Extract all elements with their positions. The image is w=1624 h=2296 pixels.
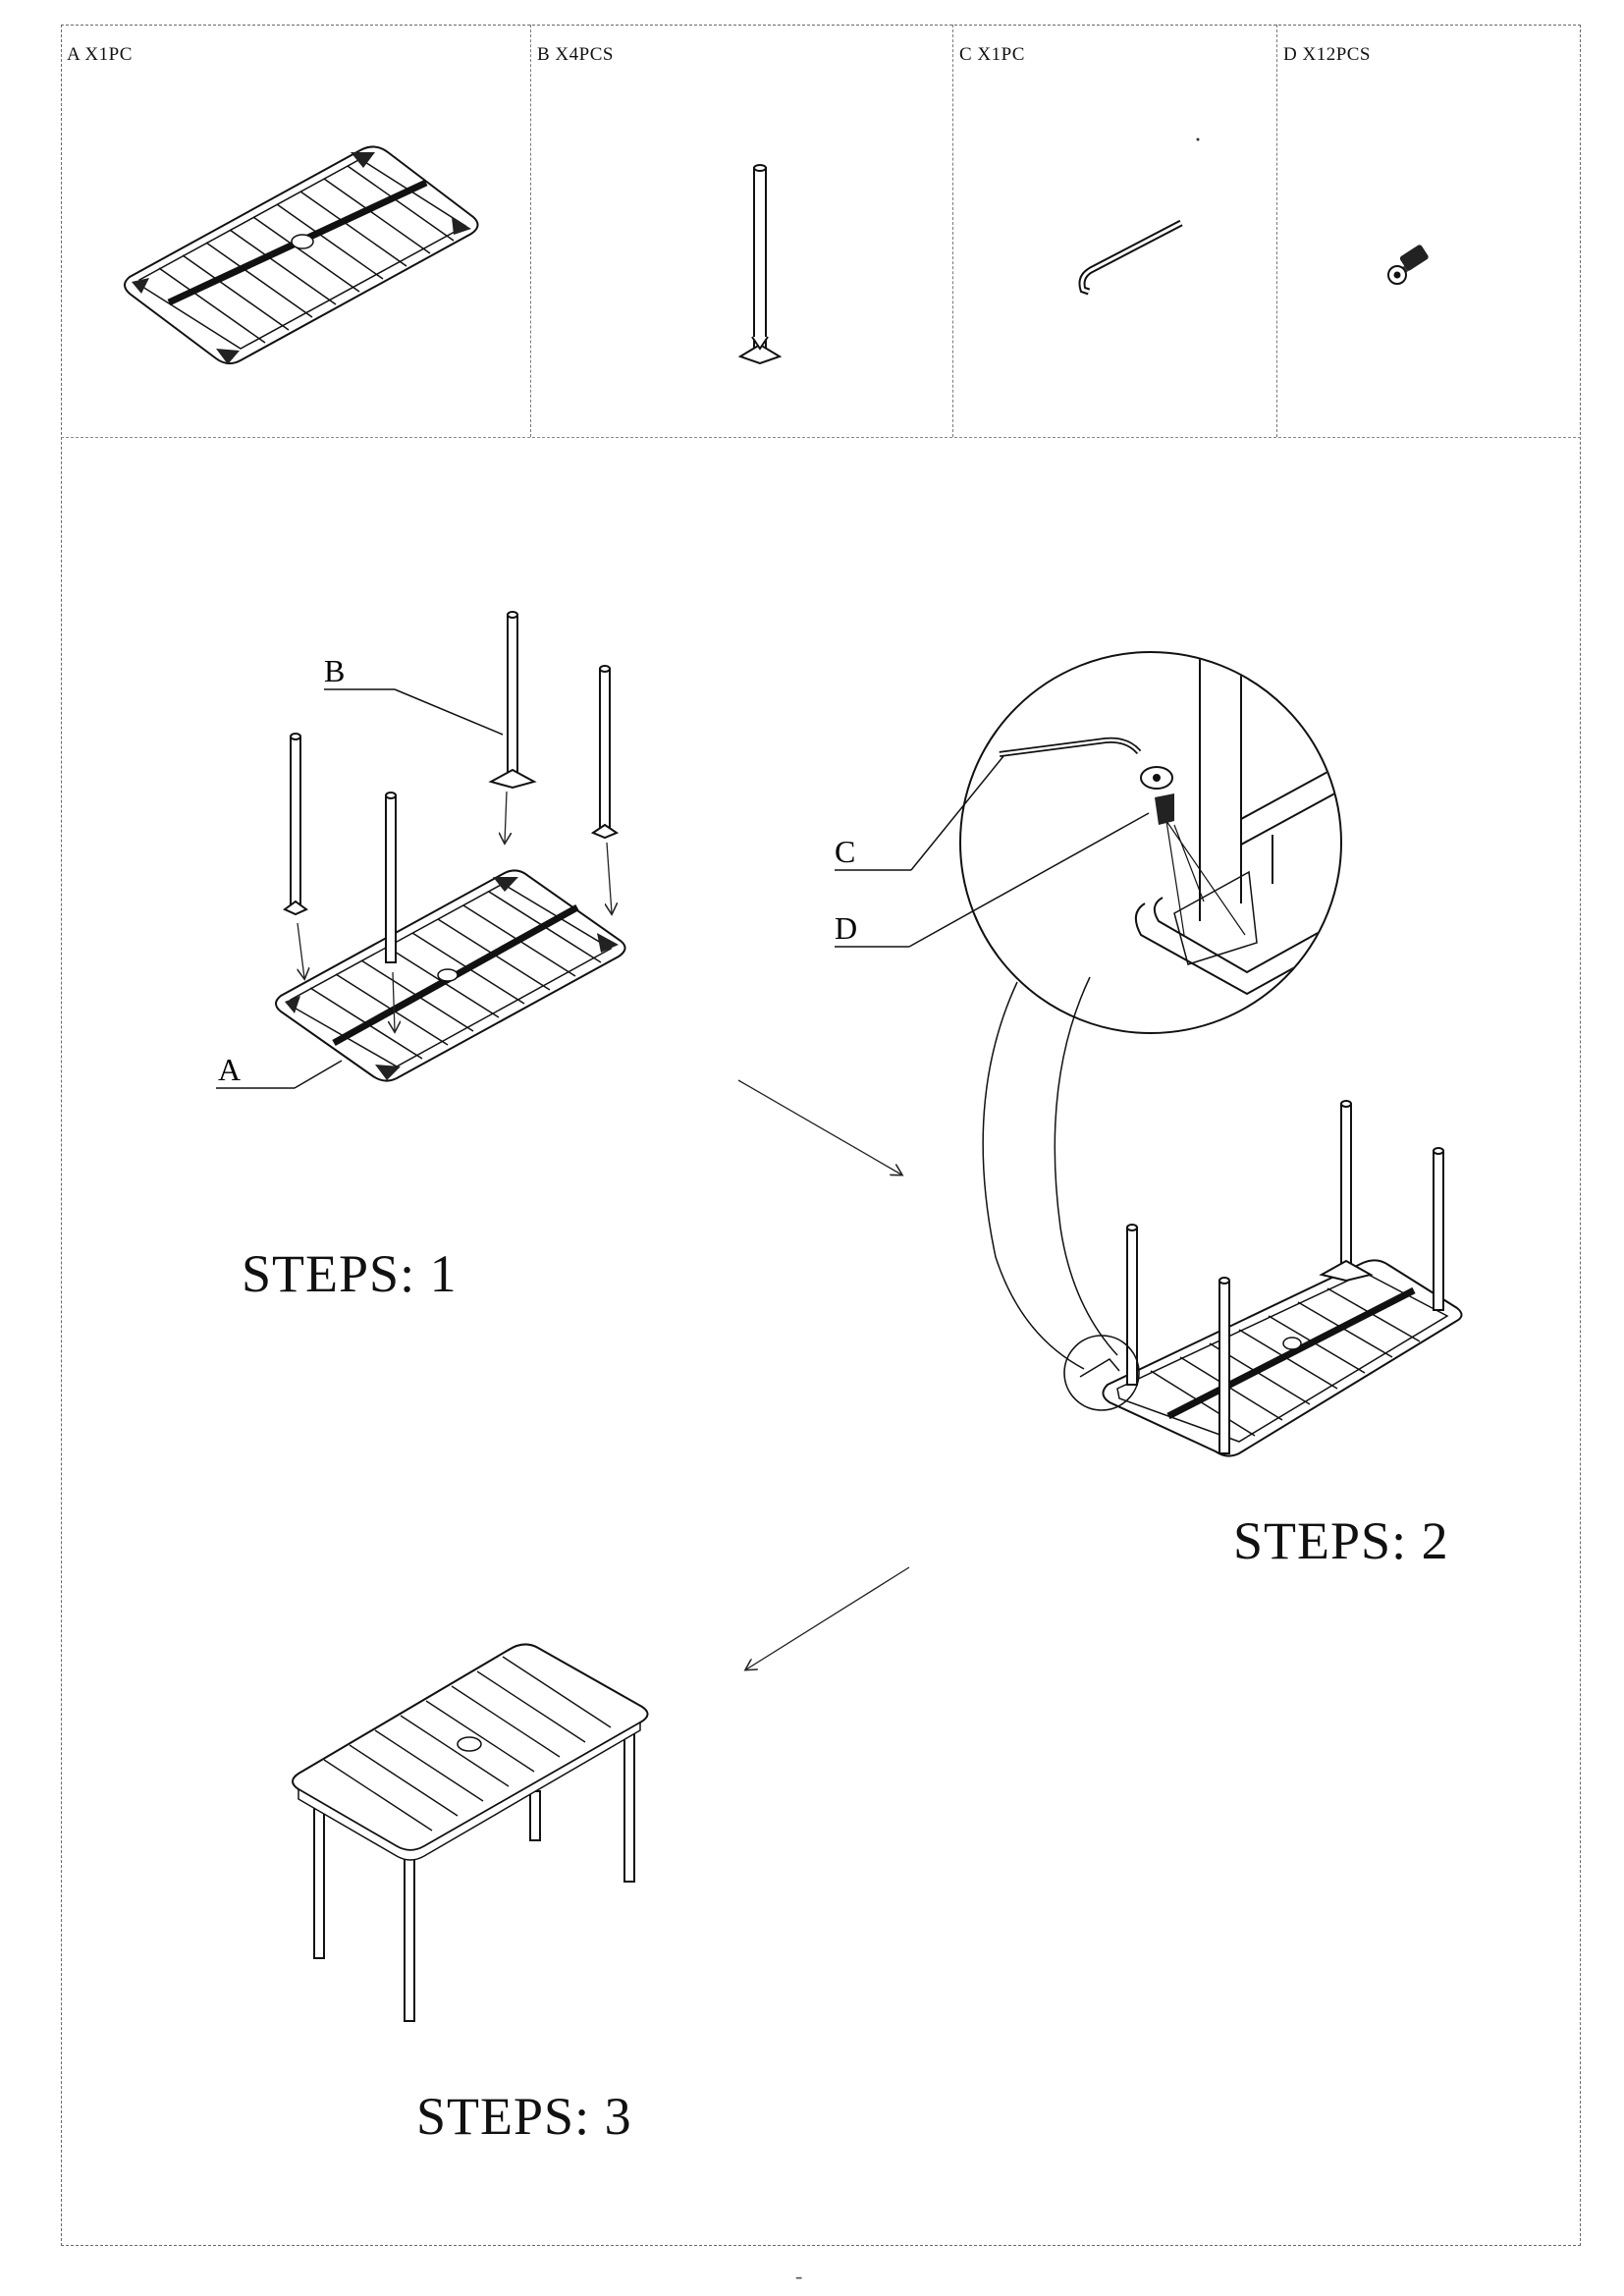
step-3-title: STEPS: 3 [416, 2087, 632, 2146]
part-c-label: C X1PC [959, 44, 1025, 65]
part-a-label: A X1PC [67, 44, 133, 65]
page-frame [61, 25, 1581, 2246]
callout-a: A [218, 1052, 241, 1087]
page-mark: - [795, 2264, 803, 2288]
part-c-cell: C X1PC [952, 25, 1276, 437]
step-2-drawing [1063, 1100, 1463, 1457]
arrow-step2-to-step3 [746, 1566, 910, 1669]
step-2-detail-drawing: C D [835, 651, 1342, 1370]
speck [1196, 137, 1200, 141]
bolt-drawing [1387, 245, 1429, 285]
part-d-cell: D X12PCS [1276, 25, 1581, 437]
step-1-title: STEPS: 1 [242, 1244, 458, 1303]
table-leg-drawing [737, 164, 783, 365]
part-d-label: D X12PCS [1283, 44, 1371, 65]
parts-list: A X1PC [61, 25, 1581, 437]
part-b-cell: B X4PCS [530, 25, 952, 437]
part-b-label: B X4PCS [537, 44, 614, 65]
part-a-cell: A X1PC [61, 25, 530, 437]
parts-divider [61, 437, 1581, 438]
callout-c: C [835, 834, 855, 869]
hex-key-drawing [1078, 137, 1200, 296]
callout-d: D [835, 910, 857, 946]
step-3-drawing [292, 1643, 649, 2022]
step-1-drawing: B A [216, 611, 626, 1089]
step-2-title: STEPS: 2 [1233, 1511, 1449, 1570]
arrow-step1-to-step2 [737, 1079, 901, 1175]
callout-b: B [324, 653, 345, 688]
tabletop-frame-drawing [124, 145, 479, 364]
